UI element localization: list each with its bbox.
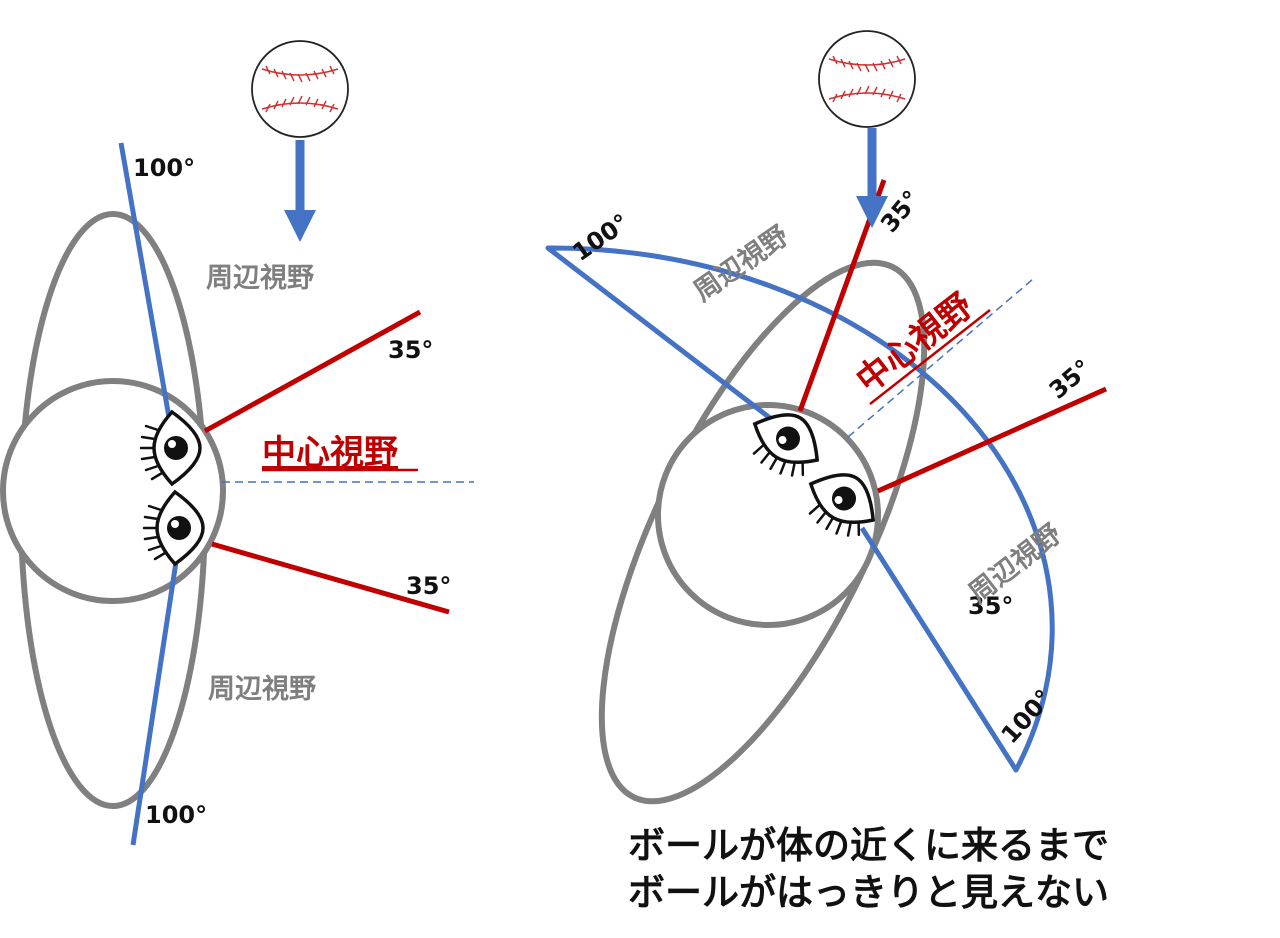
baseball-icon: [818, 30, 916, 128]
arrow-down-icon: [284, 140, 316, 242]
left-central-line-top: [203, 309, 422, 434]
right-angle-peripheral-bottom: 100°: [996, 684, 1058, 749]
right-peripheral-fan: [545, 245, 1055, 773]
left-head-outline: [0, 378, 226, 604]
left-label-central: 中心視野: [262, 433, 398, 473]
caption-line-1: ボールが体の近くに来るまで: [628, 824, 1109, 867]
right-label-central: 中心視野: [849, 286, 981, 401]
left-label-peripheral-bottom: 周辺視野: [208, 674, 316, 705]
left-peripheral-line-top: [118, 142, 177, 447]
left-label-peripheral-top: 周辺視野: [206, 263, 314, 294]
right-angle-peripheral-top: 100°: [567, 208, 634, 267]
left-angle-central-bottom: 35°: [406, 572, 451, 600]
left-angle-peripheral-bottom: 100°: [145, 801, 207, 829]
left-figure: 100° 35° 35° 100° 周辺視野 周辺視野 中心視野: [0, 40, 474, 846]
caption-line-2: ボールがはっきりと見えない: [628, 871, 1109, 914]
left-angle-central-top: 35°: [388, 336, 433, 364]
right-label-central-underline: [869, 309, 991, 405]
left-angle-peripheral-top: 100°: [133, 154, 195, 182]
right-head-outline: [655, 402, 881, 628]
right-angle-extra: 35°: [968, 592, 1013, 620]
right-central-line-right: [876, 386, 1108, 494]
arrow-down-icon: [856, 128, 888, 228]
left-peripheral-line-bottom: [130, 561, 179, 846]
right-center-axis: [847, 278, 1034, 438]
right-figure: 100° 35° 35° 35° 100° 周辺視野 周辺視野 中心視野: [545, 30, 1108, 805]
right-angle-central-top: 35°: [875, 185, 926, 238]
left-central-line-bottom: [211, 541, 450, 615]
baseball-icon: [251, 40, 349, 138]
